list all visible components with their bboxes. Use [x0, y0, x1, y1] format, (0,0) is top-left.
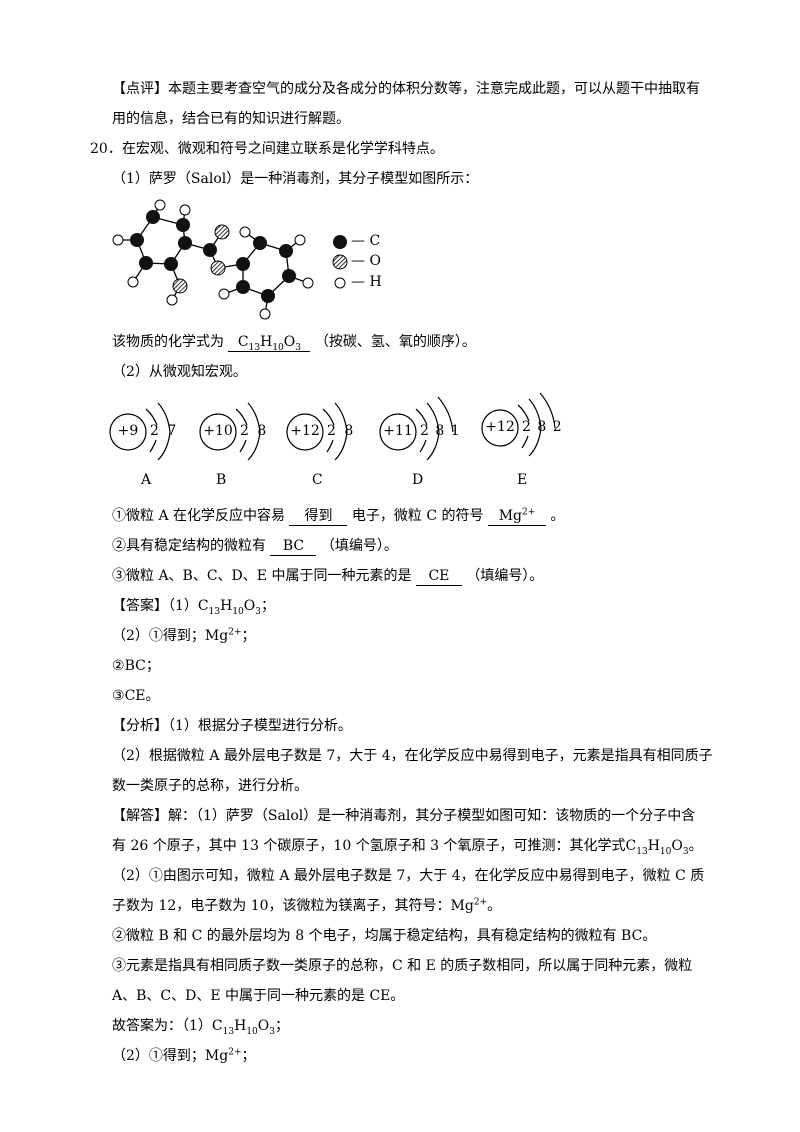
answer-line-2: （2）①得到；Mg2+；	[112, 627, 256, 644]
atom-structure-diagrams	[109, 392, 556, 461]
q3-blank: CE	[415, 567, 462, 586]
legend-oxygen: — O	[351, 253, 381, 269]
answer-line-1: 【答案】（1）C13H10O3；	[112, 598, 275, 617]
solution-line-2: 有 26 个原子，其中 13 个碳原子，10 个氢原子和 3 个氧原子，可推测：…	[112, 838, 703, 857]
legend-hydrogen: — H	[351, 274, 382, 290]
q1-blank-2: Mg2+	[488, 507, 546, 526]
subquestion-3: ③微粒 A、B、C、D、E 中属于同一种元素的是 CE （填编号）。	[112, 567, 544, 586]
atom-b-electrons: 2 8	[240, 423, 269, 439]
solution-line-3: （2）①由图示可知，微粒 A 最外层电子数是 7，大于 4，在化学反应中易得到电…	[112, 868, 705, 884]
question-stem-text: 在宏观、微观和符号之间建立联系是化学学科特点。	[121, 141, 444, 157]
atom-c-label: C	[312, 472, 323, 488]
final-answer-line-2: （2）①得到；Mg2+；	[112, 1047, 256, 1064]
question-number: 20．	[90, 141, 122, 157]
formula-blank: C13H10O3	[228, 333, 311, 352]
question-stem: 20．在宏观、微观和符号之间建立联系是化学学科特点。	[90, 138, 444, 160]
salol-molecule-model	[112, 199, 348, 320]
atom-e-electrons: 2 8 2	[522, 419, 563, 435]
q2-blank: BC	[270, 537, 317, 556]
part1-intro: （1）萨罗（Salol）是一种消毒剂，其分子模型如图所示：	[112, 171, 479, 187]
subquestion-2: ②具有稳定结构的微粒有 BC （填编号）。	[112, 537, 398, 556]
atom-d-nucleus: +11	[383, 423, 413, 439]
answer-line-4: ③CE。	[112, 688, 160, 704]
solution-line-1: 【解答】解：（1）萨罗（Salol）是一种消毒剂，其分子模型如图可知：该物质的一…	[112, 808, 696, 824]
solution-line-7: A、B、C、D、E 中属于同一种元素的是 CE。	[112, 988, 405, 1004]
atom-d-electrons: 2 8 1	[420, 423, 461, 439]
atom-a-nucleus: +9	[117, 423, 139, 439]
analysis-line-1: 【分析】（1）根据分子模型进行分析。	[112, 718, 352, 734]
atom-a-electrons: 2 7	[150, 423, 179, 439]
atom-b-label: B	[216, 472, 227, 488]
atom-b-nucleus: +10	[203, 423, 233, 439]
atom-a-label: A	[141, 472, 152, 488]
atom-d-label: D	[412, 472, 424, 488]
atom-c-electrons: 2 8	[327, 423, 356, 439]
analysis-line-2: （2）根据微粒 A 最外层电子数是 7，大于 4，在化学反应中易得到电子，元素是…	[112, 748, 713, 764]
legend-carbon: — C	[351, 233, 381, 249]
solution-line-6: ③元素是指具有相同质子数一类原子的总称，C 和 E 的质子数相同，所以属于同种元…	[112, 958, 693, 974]
solution-line-4: 子数为 12，电子数为 10，该微粒为镁离子，其符号：Mg2+。	[112, 897, 502, 914]
review-line-1: 【点评】本题主要考查空气的成分及各成分的体积分数等，注意完成此题，可以从题干中抽…	[112, 81, 700, 97]
analysis-line-3: 数一类原子的总称，进行分析。	[112, 778, 308, 794]
final-answer-line-1: 故答案为：（1）C13H10O3；	[112, 1018, 289, 1037]
answer-line-3: ②BC；	[112, 658, 160, 674]
atom-e-label: E	[517, 472, 528, 488]
formula-line: 该物质的化学式为 C13H10O3 （按碳、氢、氧的顺序）。	[112, 333, 476, 353]
subquestion-1: ①微粒 A 在化学反应中容易 得到 电子，微粒 C 的符号 Mg2+ 。	[112, 507, 565, 526]
q1-blank-1: 得到	[289, 507, 348, 526]
review-line-2: 用的信息，结合已有的知识进行解题。	[112, 111, 350, 127]
atom-e-nucleus: +12	[485, 419, 515, 435]
solution-line-5: ②微粒 B 和 C 的最外层均为 8 个电子，均属于稳定结构，具有稳定结构的微粒…	[112, 928, 657, 944]
part2-intro: （2）从微观知宏观。	[112, 364, 247, 380]
atom-c-nucleus: +12	[290, 423, 320, 439]
